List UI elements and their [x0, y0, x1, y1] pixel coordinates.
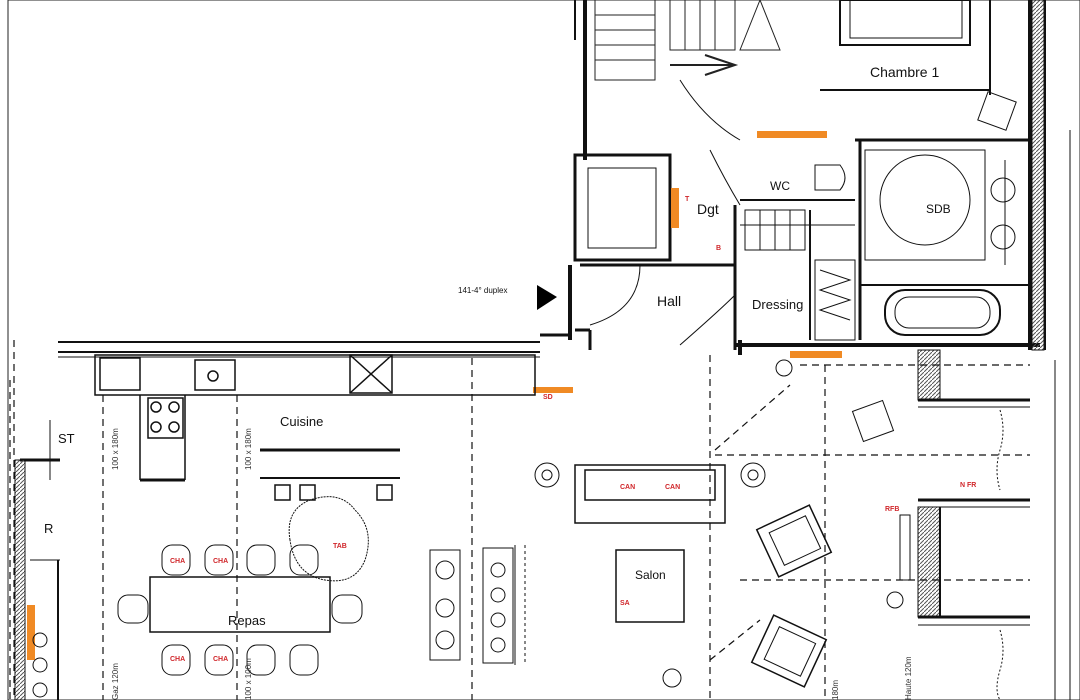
coffee-table [615, 549, 685, 623]
sdb-shower [879, 154, 971, 246]
tag-chair-2: CHA [213, 558, 229, 565]
room-label-chambre: Chambre 1 [870, 64, 940, 80]
tag-t: T [685, 196, 690, 203]
armchair-1 [755, 504, 833, 578]
sink-2 [990, 224, 1016, 250]
duplex-label: 141-4° duplex [458, 286, 508, 295]
plant [288, 496, 369, 582]
dashed-lines [9, 340, 1030, 700]
dim-label-4: 100 x 100m [244, 658, 253, 700]
room-label-st: ST [58, 431, 75, 446]
curtain-line [996, 409, 1004, 491]
room-label-repas: Repas [228, 613, 266, 628]
room-label-hall: Hall [657, 293, 682, 309]
sofa [574, 464, 726, 524]
dim-label-6: Haute 120m [904, 656, 913, 700]
staircase [594, 0, 781, 81]
room-label-dressing: Dressing [752, 297, 804, 312]
bed [839, 0, 971, 46]
room-label-sdb: SDB [926, 202, 951, 216]
room-label-wc: WC [770, 179, 790, 193]
room-label-r: R [44, 521, 54, 536]
tag-chair-1: CHA [170, 558, 186, 565]
tag-chair-3: CHA [170, 656, 186, 663]
tag-sofa-1: CAN [620, 484, 636, 491]
right-columns [899, 130, 1071, 700]
dim-label-2: 100 x 180m [244, 428, 253, 470]
lamp-right [740, 462, 766, 488]
wc-toilet [814, 164, 846, 191]
dgt-closet [573, 153, 672, 262]
dining-chairs [117, 544, 363, 676]
side-table [851, 399, 895, 443]
main-wall [58, 328, 742, 358]
dim-label-1: 100 x 180m [111, 428, 120, 470]
left-structure [14, 420, 60, 700]
kitchen-counter [94, 354, 536, 482]
armchair-top [977, 91, 1017, 131]
dining-table [149, 576, 331, 633]
dressing-shelves [744, 209, 856, 341]
tag-chair-4: CHA [213, 656, 229, 663]
room-label-cuisine: Cuisine [280, 414, 324, 429]
page-border [7, 0, 1080, 700]
dim-label-5: 180m [831, 679, 840, 700]
armchair-2 [750, 614, 828, 688]
duplex-arrow-icon [537, 285, 557, 310]
sink-1 [990, 177, 1016, 203]
tag-sa: SA [620, 600, 630, 607]
tag-b: B [716, 245, 722, 252]
room-label-salon: Salon [635, 568, 666, 582]
upper-walls [568, 0, 1046, 350]
dim-label-3: Gaz 120m [111, 663, 120, 700]
bench-stools [429, 545, 526, 665]
tag-rfb: RFB [885, 506, 900, 513]
exterior-wall-right [1031, 0, 1045, 351]
kitchen-island [260, 448, 400, 501]
tag-table: TAB [333, 543, 347, 550]
door-swings [589, 79, 741, 346]
bathtub [884, 289, 1001, 336]
tag-sd: SD [543, 394, 553, 401]
lamp-left [534, 462, 560, 488]
tag-sofa-2: CAN [665, 484, 681, 491]
room-label-dgt: Dgt [697, 201, 719, 217]
tag-nfr: N FR [960, 482, 977, 489]
round-markers [32, 359, 904, 698]
orange-markers [27, 131, 842, 660]
